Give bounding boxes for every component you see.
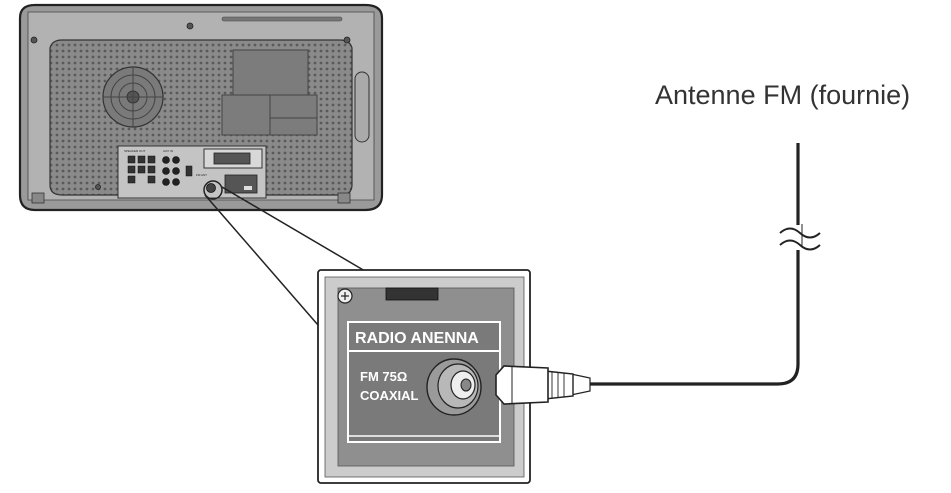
speaker-out-label: SPEAKER OUT [124,149,146,153]
screw-icon [343,36,351,44]
fm-antenna-caption: Antenne FM (fournie) [655,80,911,110]
screw-icon [30,36,38,44]
zoomed-antenna-panel: RADIO ANENNA FM 75Ω COAXIAL [317,269,531,484]
zoom-callout-lines [203,180,366,326]
fan-grille-icon [102,66,164,128]
main-unit-rear: SPEAKER OUT AUX IN FM ANT [18,3,384,212]
speaker-terminals [127,155,156,184]
fm-antenna-jack [206,183,216,193]
aux-in-label: AUX IN [163,149,173,153]
screw-icon [337,288,353,304]
coaxial-plug-icon [495,365,591,405]
cable-break-icon [779,227,821,251]
fm-antenna-cable [586,143,821,386]
screw-icon [186,22,194,30]
fm-impedance-label: FM 75Ω [360,369,407,384]
screw-icon [95,184,101,190]
fm-ant-label: FM ANT [196,173,207,177]
coaxial-jack-icon [426,358,482,416]
coaxial-label: COAXIAL [360,388,419,403]
radio-antenna-heading: RADIO ANENNA [355,330,479,347]
rca-jacks [162,156,180,186]
